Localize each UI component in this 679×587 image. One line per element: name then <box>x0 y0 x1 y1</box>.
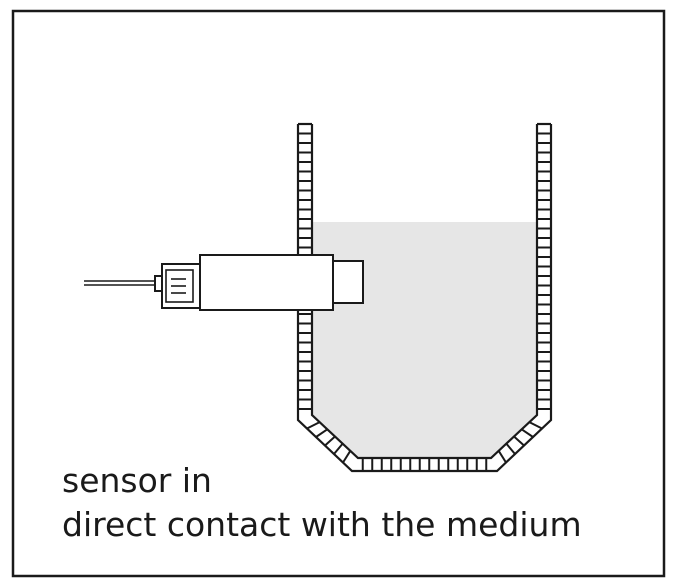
tank-wall-inner <box>310 124 539 460</box>
hatch-right-chamfer <box>505 443 516 455</box>
sensor-body <box>199 254 334 311</box>
outer-frame <box>11 9 666 578</box>
sensor-tip <box>332 260 364 304</box>
hatch-left-chamfer <box>324 435 336 447</box>
hatch-right-chamfer <box>497 450 507 464</box>
hatch-right-chamfer <box>521 428 534 438</box>
cable-icon <box>84 280 155 286</box>
hatch-right-chamfer <box>513 435 525 447</box>
hatch-left-chamfer <box>315 428 328 438</box>
caption-line-2: direct contact with the medium <box>62 505 582 544</box>
hatch-left-chamfer <box>333 443 344 455</box>
hatch-left-chamfer <box>306 421 321 430</box>
hatch-left-chamfer <box>342 450 352 464</box>
sensor-connector-inner <box>165 269 194 303</box>
caption-line-1: sensor in <box>62 461 212 500</box>
medium-fill <box>312 222 537 458</box>
sensor-icon <box>154 254 364 311</box>
hatch-right-chamfer <box>528 421 543 430</box>
